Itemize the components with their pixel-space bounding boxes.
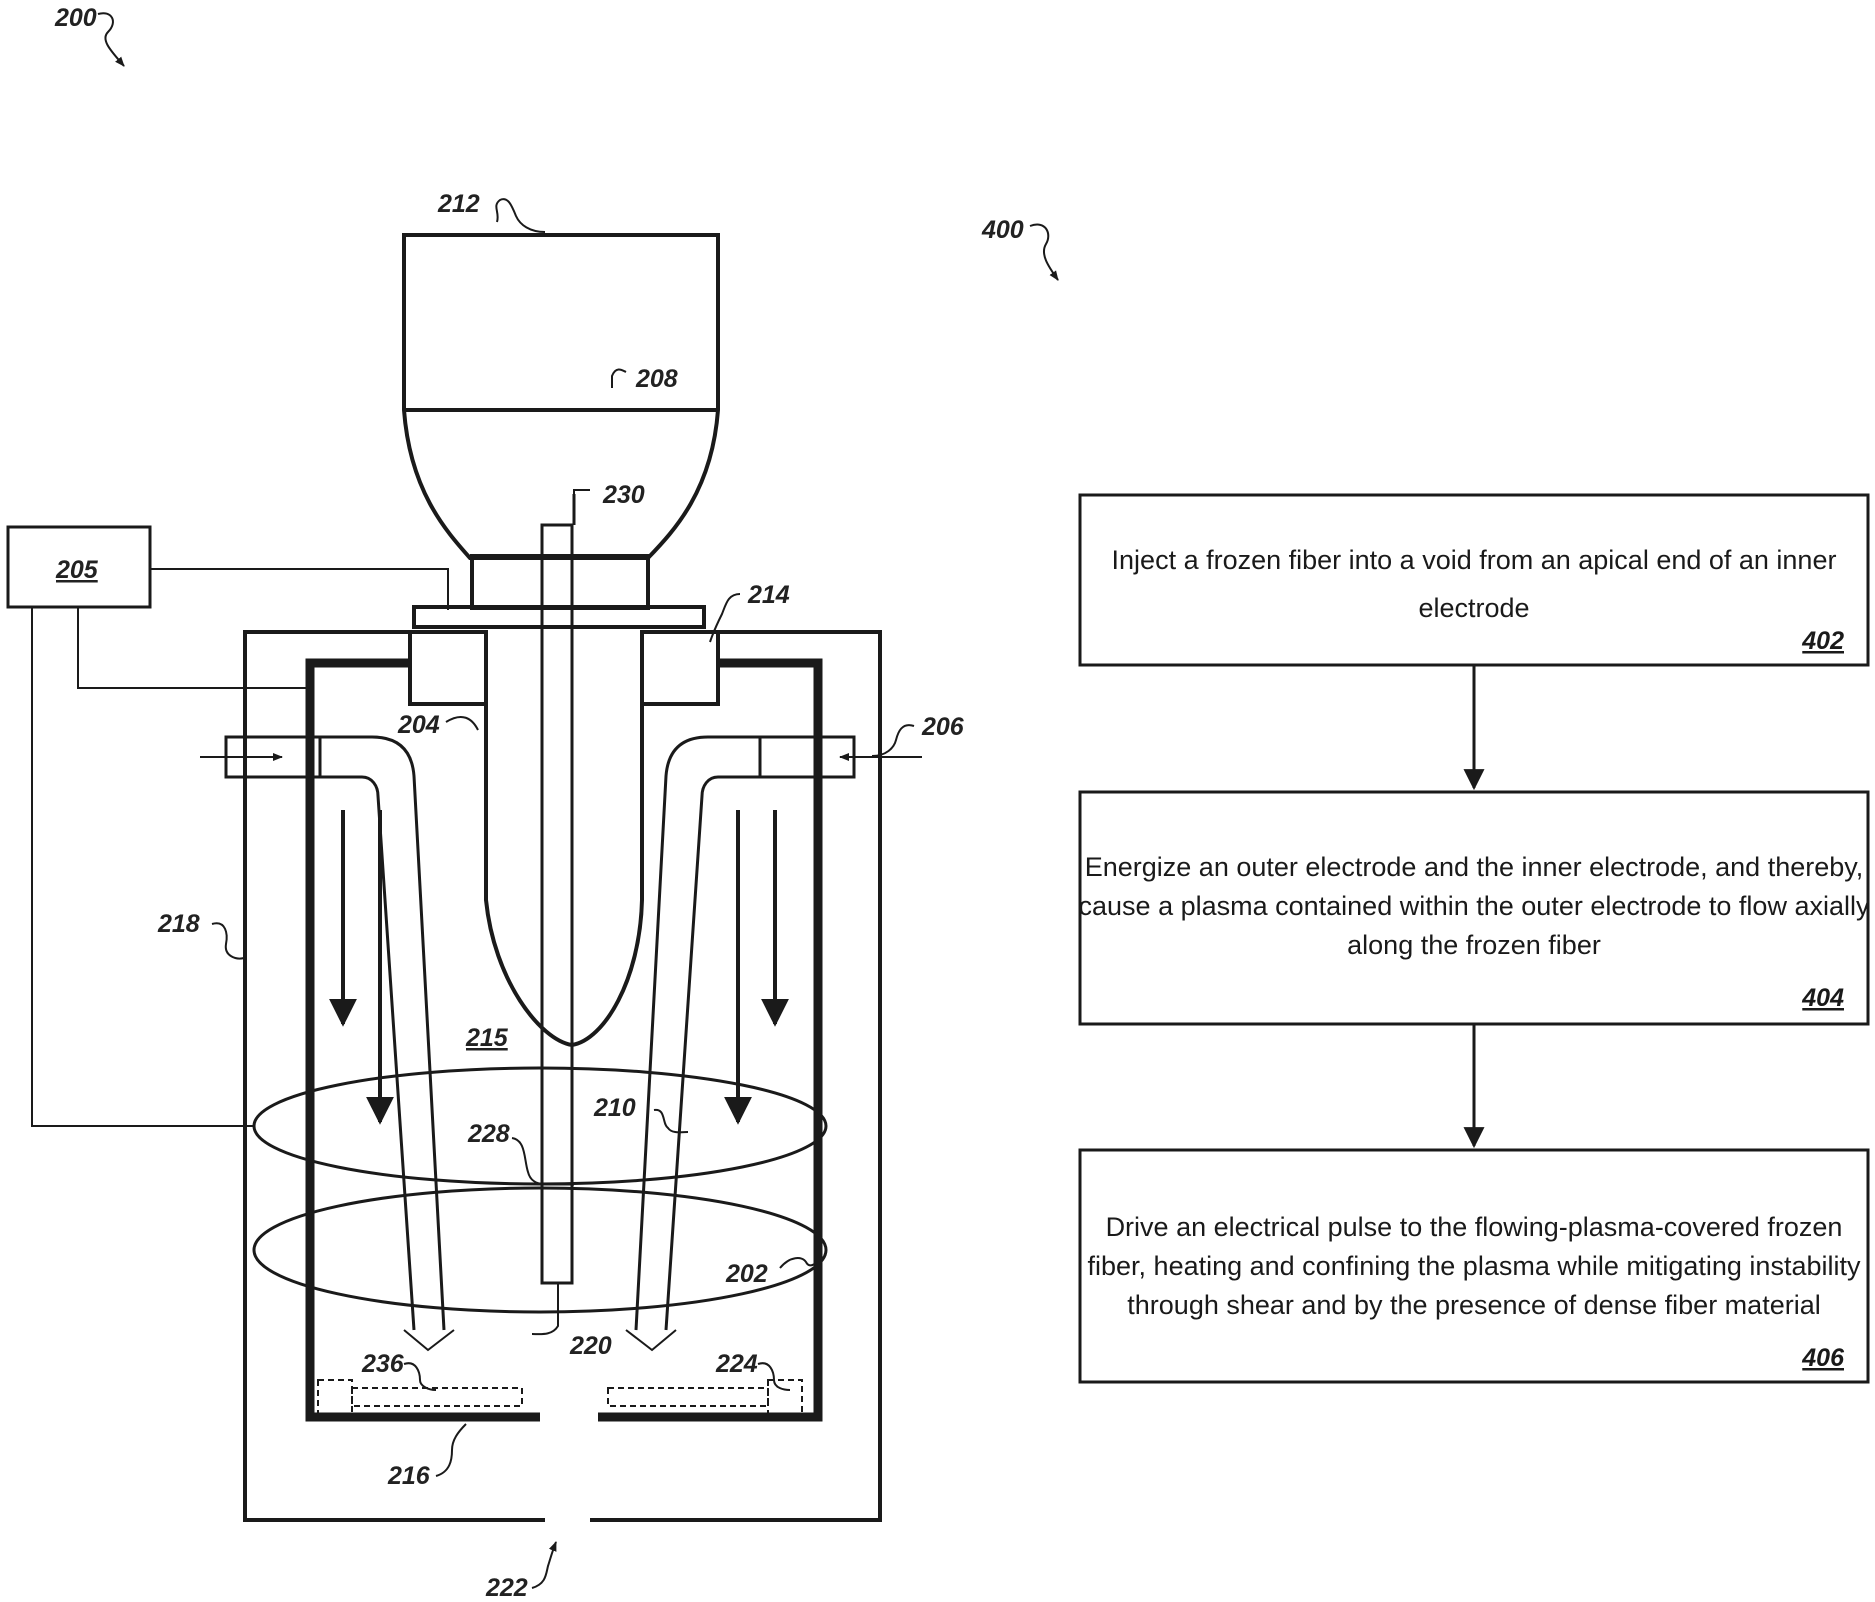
leader-222 — [532, 1542, 556, 1588]
gas-inlet-left — [200, 737, 454, 1350]
label-212: 212 — [437, 190, 480, 218]
leader-204 — [446, 717, 478, 730]
reservoir-212: 212 208 — [404, 190, 718, 558]
figure-ref-400: 400 — [981, 216, 1024, 244]
label-224: 224 — [715, 1350, 758, 1378]
step-402-number: 402 — [1801, 627, 1844, 655]
label-230: 230 — [602, 481, 645, 509]
step-406-line-2: fiber, heating and confining the plasma … — [1088, 1251, 1861, 1281]
step-404-line-3: along the frozen fiber — [1347, 930, 1601, 960]
leader-214 — [710, 594, 740, 642]
insulator-left — [410, 632, 486, 704]
leader-216 — [436, 1424, 466, 1476]
figure-ref-200: 200 — [54, 4, 97, 32]
flow-step-404: Energize an outer electrode and the inne… — [1079, 792, 1870, 1024]
label-214: 214 — [747, 581, 790, 609]
vacuum-vessel-218 — [245, 632, 880, 1520]
label-206: 206 — [921, 713, 965, 741]
leader-218 — [212, 923, 244, 958]
leader-236 — [404, 1363, 436, 1390]
label-220: 220 — [569, 1332, 612, 1360]
figure-200: 200 212 208 218 202 214 — [8, 4, 965, 1602]
coil-210-lower — [254, 1188, 826, 1312]
step-406-number: 406 — [1801, 1344, 1845, 1372]
sensor-224: 224 — [608, 1350, 802, 1414]
label-205: 205 — [55, 556, 99, 584]
figure-200-pointer — [98, 13, 124, 66]
leader-228 — [512, 1138, 544, 1184]
label-215: 215 — [465, 1024, 509, 1052]
step-404-line-1: Energize an outer electrode and the inne… — [1085, 852, 1864, 882]
step-404-line-2: cause a plasma contained within the oute… — [1079, 891, 1870, 921]
label-210: 210 — [593, 1094, 636, 1122]
step-402-line-1: Inject a frozen fiber into a void from a… — [1112, 545, 1837, 575]
frozen-fiber — [542, 525, 572, 1283]
step-402-line-2: electrode — [1418, 593, 1529, 623]
figure-400: 400 Inject a frozen fiber into a void fr… — [981, 216, 1870, 1382]
inner-electrode-204 — [486, 704, 642, 1045]
step-404-number: 404 — [1801, 984, 1844, 1012]
leader-208 — [612, 370, 626, 389]
coil-210-upper — [254, 1068, 826, 1184]
label-216: 216 — [387, 1462, 431, 1490]
label-228: 228 — [467, 1120, 510, 1148]
label-218: 218 — [157, 910, 200, 938]
leader-220 — [532, 1283, 558, 1334]
reservoir-neck — [472, 556, 648, 608]
figure-400-pointer — [1030, 225, 1058, 280]
wire-controller-to-injector — [150, 569, 448, 610]
label-208: 208 — [635, 365, 678, 393]
flow-step-402: Inject a frozen fiber into a void from a… — [1080, 495, 1868, 665]
label-204: 204 — [397, 711, 440, 739]
leader-210 — [654, 1110, 688, 1132]
leader-230 — [574, 490, 590, 494]
label-222: 222 — [485, 1574, 528, 1602]
label-202: 202 — [725, 1260, 768, 1288]
label-236: 236 — [361, 1350, 405, 1378]
wire-controller-to-coil — [32, 607, 254, 1126]
flow-step-406: Drive an electrical pulse to the flowing… — [1080, 1150, 1868, 1382]
step-406-line-3: through shear and by the presence of den… — [1127, 1290, 1820, 1320]
sensor-236: 236 — [318, 1350, 522, 1414]
leader-212 — [496, 199, 545, 232]
wire-controller-to-outer — [78, 607, 310, 688]
leader-224 — [758, 1363, 790, 1390]
step-406-line-1: Drive an electrical pulse to the flowing… — [1106, 1212, 1843, 1242]
gas-inlet-right: 206 — [626, 713, 965, 1350]
insulator-right — [642, 632, 718, 704]
